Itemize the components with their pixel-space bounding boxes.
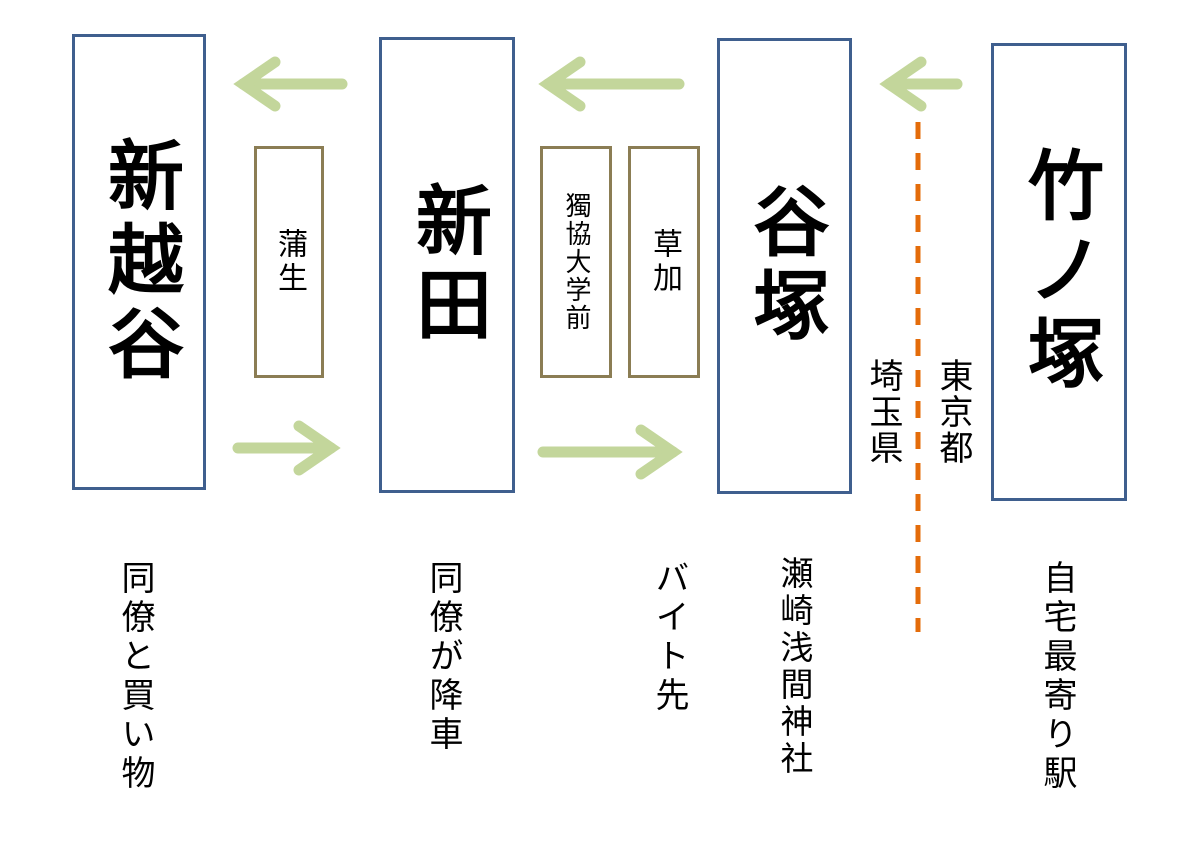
minor-station-name-dokkyo: 獨協大学前 <box>561 192 591 332</box>
arrow-left-3 <box>879 56 963 112</box>
arrow-left-1 <box>233 56 348 112</box>
minor-station-name-gamo: 蒲生 <box>272 228 307 296</box>
note-yatsuka: 瀬崎浅間神社 <box>775 556 814 778</box>
station-box-takenotsuka: 竹ノ塚 <box>991 43 1127 501</box>
note-shinden: 同僚が降車 <box>423 560 463 755</box>
station-name-takenotsuka: 竹ノ塚 <box>1015 146 1104 398</box>
prefecture-label-tokyo: 東京都 <box>933 358 973 466</box>
minor-station-name-soka: 草加 <box>647 228 682 296</box>
prefecture-label-saitama: 埼玉県 <box>863 358 903 466</box>
arrow-left-2 <box>538 56 685 112</box>
arrow-right-2 <box>537 424 683 480</box>
station-name-shinden: 新田 <box>403 181 492 349</box>
note-shin-koshigaya: 同僚と買い物 <box>115 560 155 794</box>
station-name-shin-koshigaya: 新越谷 <box>95 136 184 388</box>
station-box-shinden: 新田 <box>379 37 515 493</box>
station-name-yatsuka: 谷塚 <box>740 182 830 350</box>
note-soka: バイト先 <box>649 560 689 716</box>
note-takenotsuka: 自宅最寄り駅 <box>1037 560 1077 794</box>
station-box-shin-koshigaya: 新越谷 <box>72 34 206 490</box>
minor-station-box-gamo: 蒲生 <box>254 146 324 378</box>
station-box-yatsuka: 谷塚 <box>717 38 852 494</box>
arrow-right-1 <box>232 420 341 476</box>
minor-station-box-soka: 草加 <box>628 146 700 378</box>
minor-station-box-dokkyo: 獨協大学前 <box>540 146 612 378</box>
